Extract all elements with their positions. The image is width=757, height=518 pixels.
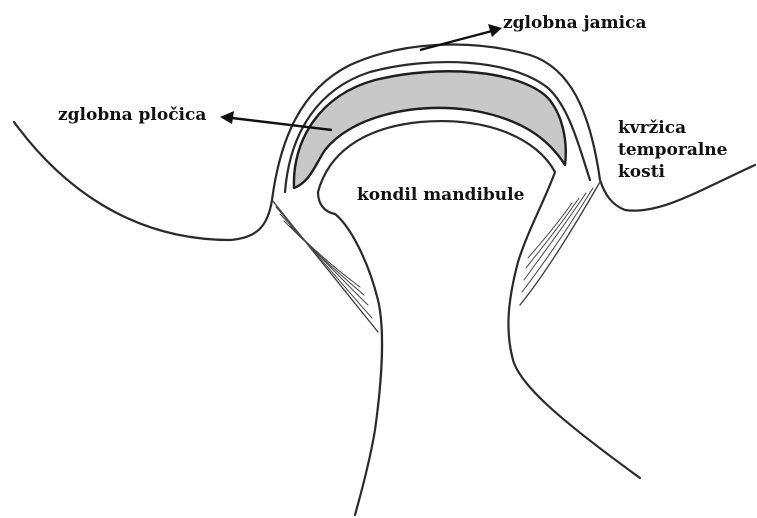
mandibular-condyle-contour bbox=[318, 121, 640, 478]
label-temporal-tubercle-line-2: temporalne bbox=[618, 139, 728, 161]
label-articular-disc: zglobna pločica bbox=[58, 104, 206, 126]
label-temporal-tubercle-line-3: kosti bbox=[618, 161, 728, 183]
joint-capsule-left bbox=[272, 200, 378, 332]
label-articular-fossa: zglobna jamica bbox=[503, 12, 647, 34]
condylar-neck-left bbox=[318, 192, 382, 515]
label-temporal-tubercle-line-1: kvržica bbox=[618, 117, 728, 139]
joint-capsule-right bbox=[520, 182, 600, 305]
label-mandibular-condyle: kondil mandibule bbox=[357, 184, 524, 206]
label-temporal-tubercle: kvržica temporalne kosti bbox=[618, 117, 728, 183]
